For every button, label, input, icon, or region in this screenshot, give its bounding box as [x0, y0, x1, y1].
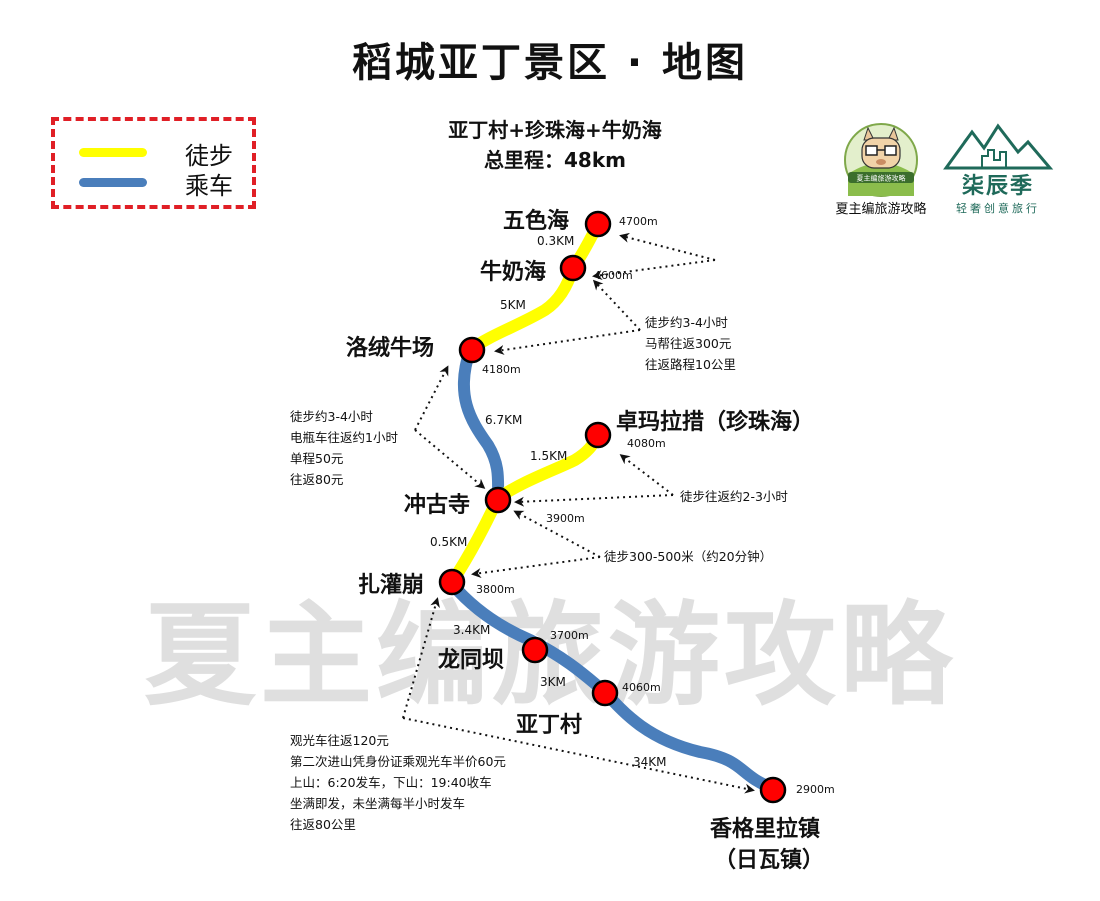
place-xianggelila: 香格里拉镇 — [710, 817, 821, 842]
arrow-zhuoma-note — [619, 454, 674, 496]
arrow-note-top-to-niunai — [592, 279, 641, 331]
altitude-chonggu: 3900m — [546, 512, 585, 525]
distance-zhaguan-longtong: 3.4KM — [453, 623, 491, 637]
map-title: 稻城亚丁景区 · 地图 — [351, 40, 749, 86]
place-xianggelila-alt-name: （日瓦镇） — [714, 848, 825, 873]
note-luorong: 徒步约3-4小时 电瓶车往返约1小时 单程50元 往返80元 — [290, 406, 398, 490]
place-niunai: 牛奶海 — [480, 260, 547, 285]
logo2-subtitle: 轻奢创意旅行 — [956, 202, 1040, 215]
marker-luorong[interactable] — [458, 336, 486, 364]
note-bus-line: 第二次进山凭身份证乘观光车半价60元 — [290, 754, 506, 769]
arrow-bus-to-zhaguan — [402, 597, 440, 719]
note-luorong-line: 单程50元 — [290, 451, 344, 466]
note-luorong-line: 徒步约3-4小时 — [290, 409, 373, 424]
note-bus: 观光车往返120元 第二次进山凭身份证乘观光车半价60元 上山：6:20发车，下… — [290, 730, 506, 835]
note-bus-line: 上山：6:20发车，下山：19:40收车 — [290, 775, 492, 790]
distance-chonggu-zhuoma: 1.5KM — [530, 449, 568, 463]
arrow-note-niunai — [592, 259, 716, 281]
note-luorong-line: 电瓶车往返约1小时 — [290, 430, 398, 445]
distance-chonggu-zhaguan: 0.5KM — [430, 535, 468, 549]
distance-yading-xianggelila: 34KM — [633, 755, 667, 769]
place-chonggu: 冲古寺 — [404, 493, 471, 518]
note-zhuoma-line: 徒步往返约2-3小时 — [680, 489, 788, 504]
place-yading: 亚丁村 — [516, 713, 583, 738]
marker-yading[interactable] — [591, 679, 619, 707]
walk-route-chonggu-zhuoma — [492, 430, 604, 504]
arrow-note-luorong — [494, 329, 641, 355]
altitude-zhaguan: 3800m — [476, 583, 515, 596]
distance-niunai-luorong: 5KM — [500, 298, 526, 312]
legend-walk-label: 徒步 — [185, 142, 233, 170]
logo-animal-badge-icon: 夏主编旅游攻略 — [844, 123, 918, 197]
arrow-zhuoma-note-chonggu — [514, 494, 674, 507]
place-luorong: 洛绒牛场 — [346, 336, 435, 361]
marker-zhuoma[interactable] — [584, 421, 612, 449]
marker-longtong[interactable] — [521, 636, 549, 664]
arrow-luorong-chonggu-right — [414, 429, 486, 489]
note-zhuoma: 徒步往返约2-3小时 — [680, 486, 788, 507]
altitude-niunai: 4600m — [594, 269, 633, 282]
note-niunai: 徒步约3-4小时 马帮往返300元 往返路程10公里 — [645, 312, 736, 375]
legend-ride-label: 乘车 — [185, 172, 233, 200]
note-niunai-line: 徒步约3-4小时 — [645, 315, 728, 330]
total-distance: 总里程：48km — [484, 148, 626, 172]
distance-luorong-chonggu: 6.7KM — [485, 413, 523, 427]
altitude-longtong: 3700m — [550, 629, 589, 642]
ride-route-luorong-chonggu — [457, 344, 505, 504]
arrow-zhaguan-note — [471, 556, 601, 579]
marker-chonggu[interactable] — [484, 486, 512, 514]
altitude-luorong: 4180m — [482, 363, 521, 376]
note-luorong-line: 往返80元 — [290, 472, 344, 487]
distance-longtong-yading: 3KM — [540, 675, 566, 689]
place-zhuoma: 卓玛拉措（珍珠海） — [616, 410, 815, 435]
place-longtong: 龙同坝 — [438, 648, 505, 673]
walk-swatch — [79, 148, 147, 157]
ride-swatch — [79, 178, 147, 187]
note-bus-line: 往返80公里 — [290, 817, 356, 832]
logo2-title: 柒辰季 — [961, 174, 1034, 199]
note-zhaguan: 徒步300-500米（约20分钟） — [604, 546, 772, 567]
distance-wuse-niunai: 0.3KM — [537, 234, 575, 248]
marker-zhaguan[interactable] — [438, 568, 466, 596]
note-bus-line: 观光车往返120元 — [290, 733, 389, 748]
note-bus-line: 坐满即发，未坐满每半小时发车 — [290, 796, 466, 811]
walk-route-luorong-niunai — [464, 262, 579, 356]
altitude-yading: 4060m — [622, 681, 661, 694]
arrow-note-wuse — [619, 232, 716, 261]
legend: 徒步 乘车 — [51, 117, 256, 209]
mountain-logo-icon — [943, 123, 1054, 170]
marker-xianggelila[interactable] — [759, 776, 787, 804]
logo1-label: 夏主编旅游攻略 — [835, 202, 927, 217]
place-zhaguan: 扎灌崩 — [358, 573, 425, 598]
note-niunai-line: 马帮往返300元 — [645, 336, 732, 351]
marker-niunai[interactable] — [559, 254, 587, 282]
note-zhaguan-line: 徒步300-500米（约20分钟） — [604, 549, 773, 564]
altitude-xianggelila: 2900m — [796, 783, 835, 796]
arrow-luorong-chonggu-left — [414, 365, 449, 431]
altitude-zhuoma: 4080m — [627, 437, 666, 450]
altitude-wuse: 4700m — [619, 215, 658, 228]
note-niunai-line: 往返路程10公里 — [645, 357, 736, 372]
logo1-badge-text: 夏主编旅游攻略 — [857, 174, 906, 183]
marker-wuse[interactable] — [584, 210, 612, 238]
arrow-zhaguan-note-chonggu — [513, 510, 601, 558]
place-wuse: 五色海 — [503, 209, 570, 234]
route-subtitle: 亚丁村+珍珠海+牛奶海 — [448, 118, 662, 142]
